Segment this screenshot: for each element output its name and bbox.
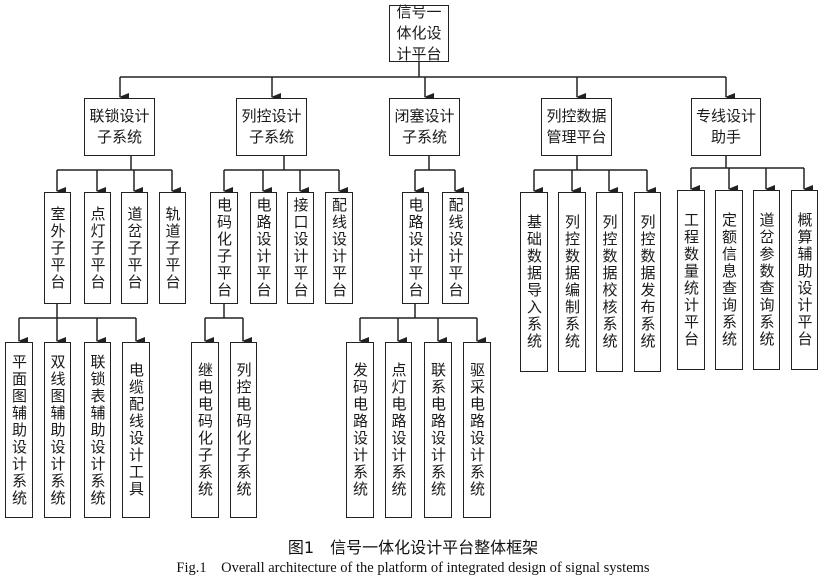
l2-node: 工程数量统计平台: [677, 190, 705, 370]
l3-node: 点灯电路设计系统: [385, 342, 412, 518]
l1-label: 联锁设计子系统: [89, 107, 150, 146]
l3-label: 联系电路设计系统: [429, 362, 447, 498]
l2-label: 道岔参数查询系统: [757, 212, 776, 348]
l2-label: 点灯子平台: [88, 205, 107, 291]
l3-node: 平面图辅助设计系统: [5, 342, 33, 518]
l2-label: 电路设计平台: [254, 197, 273, 299]
l3-label: 点灯电路设计系统: [389, 362, 408, 498]
l2-node: 配线设计平台: [442, 192, 469, 304]
l2-node: 道岔子平台: [121, 192, 148, 304]
l2-node: 电路设计平台: [402, 192, 429, 304]
l2-label: 配线设计平台: [330, 197, 348, 299]
l2-label: 列控数据编制系统: [563, 214, 581, 350]
root-node: 信号一体化设计平台: [389, 3, 449, 63]
l2-label: 列控数据校核系统: [600, 214, 619, 350]
l3-node: 列控电码化子系统: [230, 342, 257, 518]
l2-label: 工程数量统计平台: [682, 212, 700, 348]
l2-node: 轨道子平台: [159, 192, 186, 304]
root-label: 信号一体化设计平台: [396, 3, 442, 63]
l3-node: 双线图辅助设计系统: [44, 342, 71, 518]
l3-label: 继电电码化子系统: [196, 362, 214, 498]
l3-node: 继电电码化子系统: [191, 342, 219, 518]
l2-label: 定额信息查询系统: [720, 212, 738, 348]
l3-label: 电缆配线设计工具: [127, 362, 145, 498]
l1-node-interlocking: 联锁设计子系统: [84, 98, 155, 156]
l1-label: 列控数据管理平台: [546, 107, 607, 146]
l3-label: 平面图辅助设计系统: [10, 353, 28, 507]
l2-label: 概算辅助设计平台: [795, 212, 814, 348]
l3-label: 双线图辅助设计系统: [48, 353, 67, 507]
l2-node: 列控数据编制系统: [558, 192, 586, 372]
l3-label: 发码电路设计系统: [351, 362, 369, 498]
l2-label: 列控数据发布系统: [638, 214, 657, 350]
l2-node: 电路设计平台: [250, 192, 277, 304]
l2-label: 配线设计平台: [446, 197, 465, 299]
l3-label: 联锁表辅助设计系统: [88, 353, 107, 507]
l3-node: 联锁表辅助设计系统: [84, 342, 111, 518]
figure-caption-chinese: 图1 信号一体化设计平台整体框架: [287, 538, 539, 557]
l2-label: 基础数据导入系统: [525, 214, 543, 350]
l1-node-special-line: 专线设计助手: [691, 98, 761, 156]
figure-caption-english: Fig.1 Overall architecture of the platfo…: [176, 560, 650, 576]
l1-node-train-control: 列控设计子系统: [236, 98, 307, 156]
l2-label: 轨道子平台: [163, 205, 182, 291]
l2-node: 接口设计平台: [287, 192, 314, 304]
l1-label: 闭塞设计子系统: [394, 107, 455, 146]
l2-node: 室外子平台: [44, 192, 71, 304]
l1-label: 列控设计子系统: [241, 107, 302, 146]
l1-node-data-management: 列控数据管理平台: [541, 98, 612, 156]
l1-label: 专线设计助手: [696, 107, 757, 146]
l2-label: 室外子平台: [48, 205, 67, 291]
l2-node: 基础数据导入系统: [520, 192, 548, 372]
l3-node: 驱采电路设计系统: [463, 342, 491, 518]
l2-node: 列控数据发布系统: [634, 192, 661, 372]
l3-node: 联系电路设计系统: [424, 342, 452, 518]
l2-label: 道岔子平台: [125, 205, 144, 291]
l3-label: 列控电码化子系统: [234, 362, 253, 498]
l2-node: 列控数据校核系统: [596, 192, 623, 372]
l1-node-block: 闭塞设计子系统: [389, 98, 460, 156]
l3-node: 发码电路设计系统: [346, 342, 374, 518]
l2-label: 电码化子平台: [215, 197, 233, 299]
l2-node: 点灯子平台: [84, 192, 111, 304]
l2-node: 电码化子平台: [210, 192, 238, 304]
l3-node: 电缆配线设计工具: [122, 342, 150, 518]
l2-node: 道岔参数查询系统: [753, 190, 780, 370]
l2-node: 概算辅助设计平台: [791, 190, 818, 370]
l2-node: 配线设计平台: [325, 192, 353, 304]
l2-node: 定额信息查询系统: [715, 190, 743, 370]
l3-label: 驱采电路设计系统: [468, 362, 486, 498]
l2-label: 接口设计平台: [291, 197, 310, 299]
l2-label: 电路设计平台: [406, 197, 425, 299]
